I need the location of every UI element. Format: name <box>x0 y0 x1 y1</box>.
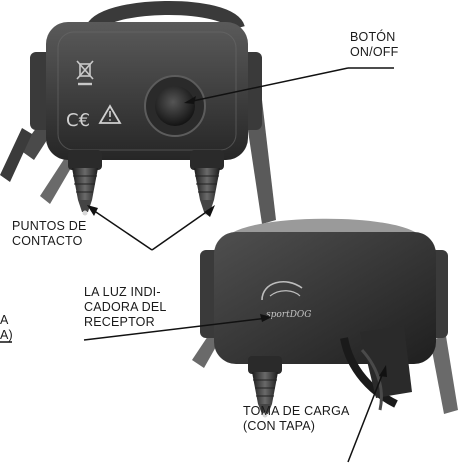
label-charging-port: TOMA DE CARGA (CON TAPA) <box>243 404 350 434</box>
bottom-right-strap <box>430 336 458 414</box>
label-contact-points-line-1: PUNTOS DE <box>12 219 87 233</box>
contact-point-right <box>190 150 224 216</box>
label-receiver-light: LA LUZ INDI- CADORA DEL RECEPTOR <box>84 285 167 330</box>
leader-arrowheads <box>87 96 387 377</box>
arrowhead-power <box>184 96 196 104</box>
right-strap <box>244 100 276 224</box>
power-button-icon <box>155 86 195 126</box>
arrowhead-charging-port <box>379 365 387 377</box>
charging-port-cover <box>360 326 412 398</box>
label-power-button: BOTÓN ON/OFF <box>350 30 398 60</box>
left-strap-buckle <box>0 128 32 182</box>
leader-power-button <box>187 67 349 103</box>
arrowhead-contact-right <box>204 205 215 217</box>
label-contact-points-line-2: CONTACTO <box>12 234 83 248</box>
top-receiver: C€ <box>0 1 276 224</box>
label-charging-port-line-2: (CON TAPA) <box>243 419 316 433</box>
weee-bin-symbol <box>76 60 94 86</box>
label-receiver-light-line-1: LA LUZ INDI- <box>84 285 161 299</box>
label-charging-port-line-1: TOMA DE CARGA <box>243 404 350 418</box>
leader-receiver-light <box>83 317 269 341</box>
charging-cable <box>340 337 398 408</box>
leader-lines <box>0 67 394 463</box>
label-clipped-left-line-2: A) <box>0 328 13 342</box>
arrowhead-receiver-light <box>260 314 272 322</box>
sportdog-logo: sportDOG <box>261 280 312 320</box>
warning-triangle-icon <box>98 104 122 124</box>
bottom-receiver: sportDOG <box>192 218 458 418</box>
top-strap-loop <box>85 1 245 34</box>
label-receiver-light-line-3: RECEPTOR <box>84 315 155 329</box>
label-clipped-left-line-1: A <box>0 313 9 327</box>
label-power-button-line-1: BOTÓN <box>350 30 396 44</box>
ce-mark: C€ <box>66 110 90 131</box>
logo-wordmark: sportDOG <box>266 310 312 320</box>
label-receiver-light-line-2: CADORA DEL <box>84 300 167 314</box>
leader-contact-right <box>151 207 213 251</box>
leader-charging-port <box>347 369 385 463</box>
contact-point-bottom <box>248 356 282 418</box>
label-power-button-line-2: ON/OFF <box>350 45 399 59</box>
label-contact-points: PUNTOS DE CONTACTO <box>12 219 87 249</box>
contact-point-left <box>68 150 102 216</box>
top-receiver-body <box>46 22 248 160</box>
arrowhead-contact-left <box>87 205 98 216</box>
leader-contact-left <box>89 207 153 251</box>
label-clipped-left: A A) <box>0 313 13 343</box>
